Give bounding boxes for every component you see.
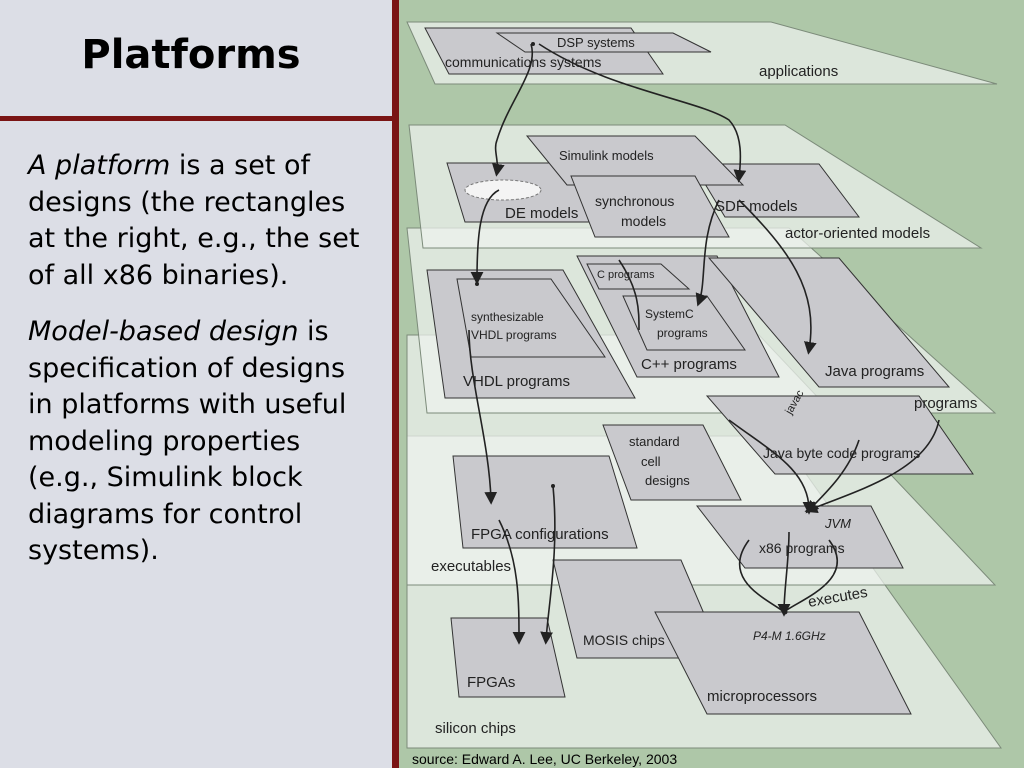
layer-label-applications: applications [759, 63, 838, 80]
label-java-byte-code: Java byte code programs [763, 445, 920, 461]
layer-label-silicon-chips: silicon chips [435, 720, 516, 737]
layer-label-executables: executables [431, 558, 511, 575]
box-c-programs [586, 263, 691, 290]
model-based-design-term: Model-based design [28, 316, 299, 347]
label-synchronous-models-1: synchronous [595, 193, 674, 209]
label-fpgas: FPGAs [467, 674, 515, 691]
platform-diagram-svg: applications actor-oriented models progr… [406, 21, 1002, 749]
slide-title: Platforms [81, 32, 301, 78]
box-fpgas [450, 617, 566, 698]
platform-definition: A platform is a set of designs (the rect… [28, 148, 378, 294]
label-x86-programs: x86 programs [759, 540, 845, 556]
label-synth-vhdl-2: VHDL programs [471, 328, 557, 342]
label-c-programs: C programs [597, 269, 655, 281]
de-models-ellipse [464, 179, 542, 201]
diagram-connections [468, 43, 940, 645]
box-synchronous-models [570, 175, 730, 238]
text-panel: Platforms A platform is a set of designs… [0, 0, 392, 768]
box-standard-cell-designs [602, 424, 742, 501]
label-synchronous-models-2: models [621, 213, 666, 229]
label-fpga-configurations: FPGA configurations [471, 526, 609, 543]
label-communications-systems: communications systems [445, 54, 601, 70]
model-based-design-text: is specification of designs in platforms… [28, 316, 347, 566]
layer-label-actor-oriented-models: actor-oriented models [785, 225, 930, 242]
label-vhdl-programs: VHDL programs [463, 373, 570, 390]
layer-label-programs: programs [914, 395, 977, 412]
label-microprocessors: microprocessors [707, 688, 817, 705]
platform-diagram: applications actor-oriented models progr… [399, 0, 1024, 768]
label-p4m: P4-M 1.6GHz [753, 629, 826, 643]
label-standard-cell-2: cell [641, 454, 661, 469]
label-standard-cell-3: designs [645, 473, 690, 488]
source-credit: source: Edward A. Lee, UC Berkeley, 2003 [412, 751, 678, 767]
box-java-programs [707, 257, 951, 388]
label-dsp-systems: DSP systems [557, 35, 635, 50]
label-simulink-models: Simulink models [559, 148, 654, 163]
label-jvm: JVM [824, 516, 851, 531]
label-sdf-models: SDF models [715, 198, 798, 215]
box-java-byte-code [705, 395, 974, 475]
model-based-design-definition: Model-based design is specification of d… [28, 314, 378, 570]
box-simulink-models [525, 135, 745, 186]
label-standard-cell-1: standard [629, 434, 680, 449]
label-mosis-chips: MOSIS chips [583, 632, 665, 648]
box-microprocessors [654, 611, 912, 715]
label-java-programs: Java programs [825, 363, 924, 380]
body-text: A platform is a set of designs (the rect… [28, 148, 378, 590]
label-synth-vhdl-1: synthesizable [471, 310, 544, 324]
box-dsp-systems [495, 32, 712, 53]
title-divider [0, 116, 400, 121]
label-systemc-2: programs [657, 326, 708, 340]
box-systemc-programs [622, 295, 746, 351]
box-fpga-configurations [452, 455, 638, 549]
platform-definition-text: is a set of designs (the rectangles at t… [28, 150, 360, 291]
label-systemc-1: SystemC [645, 307, 694, 321]
platform-term: A platform [28, 150, 171, 181]
diagram-dots [475, 42, 788, 615]
label-de-models: DE models [505, 205, 578, 222]
label-cpp-programs: C++ programs [641, 356, 737, 373]
vertical-divider [392, 0, 399, 768]
box-synth-vhdl [456, 278, 606, 358]
